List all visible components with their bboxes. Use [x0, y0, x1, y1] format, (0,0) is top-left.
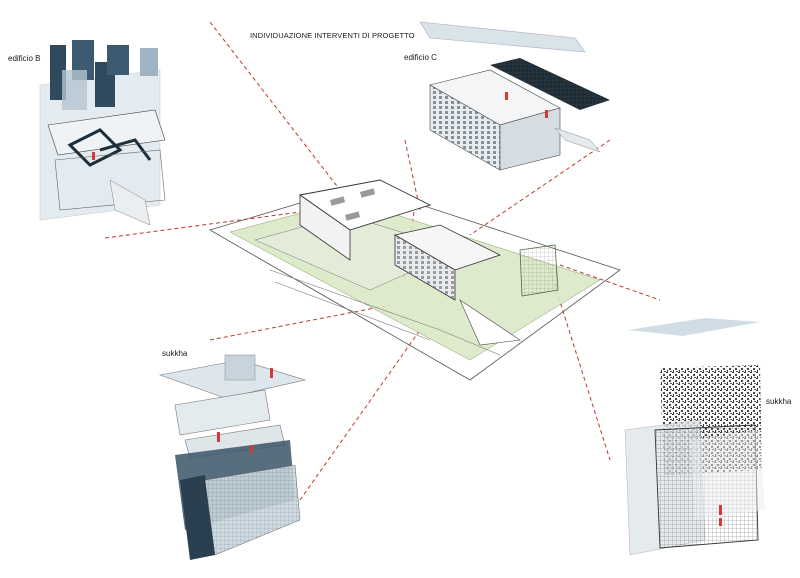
sukkha-left-label: sukkha	[162, 349, 188, 358]
building-b-label: edificio B	[8, 54, 41, 63]
site-plan	[208, 179, 621, 381]
sukkha-right-label: sukkha	[766, 397, 792, 406]
sukkha-right-model	[624, 318, 765, 556]
building-c-label: edificio C	[404, 53, 437, 62]
diagram-title: INDIVIDUAZIONE INTERVENTI DI PROGETTO	[250, 31, 415, 40]
building-c-model	[419, 21, 610, 171]
building-b-model	[39, 40, 166, 226]
sukkha-left-model	[158, 354, 307, 560]
